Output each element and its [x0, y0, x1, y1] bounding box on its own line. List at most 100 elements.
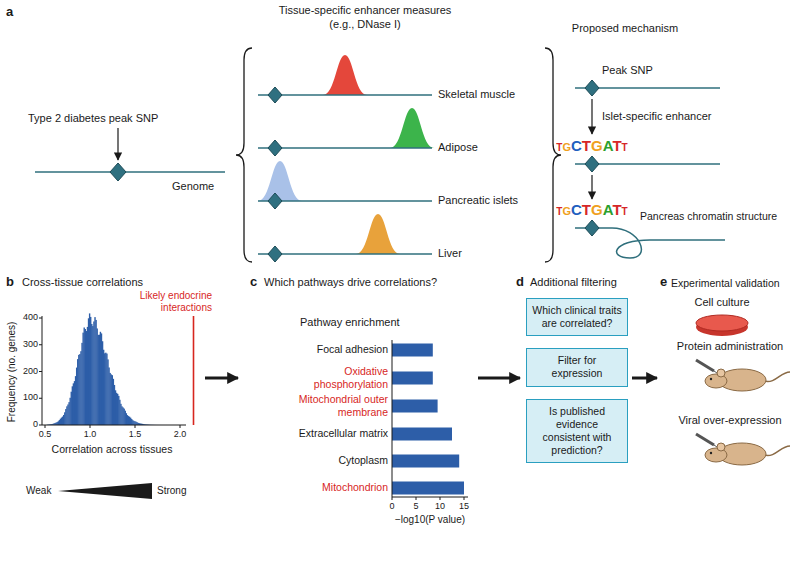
bar-label: Oxidative phosphorylation [298, 365, 388, 390]
bar [392, 400, 438, 413]
sequence-motif: TGCTGATT [556, 138, 627, 155]
bar [392, 482, 464, 495]
filter-box: Filter for expression [526, 348, 628, 386]
panel-letter: b [6, 274, 14, 290]
peak [390, 108, 434, 148]
tail [764, 372, 790, 381]
step-arrow [591, 99, 592, 134]
snp-diamond [268, 246, 282, 262]
tick [39, 425, 42, 426]
bar-label: Extracellular matrix [299, 427, 388, 440]
tissue-label: Adipose [438, 141, 478, 154]
eye [710, 452, 712, 454]
motif-letter: T [622, 142, 628, 153]
axis-line [42, 425, 186, 426]
axis-title: −log10(P value) [395, 514, 465, 526]
motif-letter: C [571, 201, 582, 218]
snp-diamond [585, 156, 599, 172]
axis-tick: 200 [23, 366, 38, 377]
brace [545, 48, 561, 262]
ear [717, 443, 725, 451]
snp-diamond [268, 87, 282, 103]
tick [45, 425, 46, 428]
step-label: Pancreas chromatin structure [640, 210, 777, 223]
motif-letter: T [612, 201, 621, 218]
petri-dish [696, 315, 748, 336]
panel-heading: Which pathways drive correlations? [264, 276, 437, 289]
bar-label: Mitochondrion [322, 481, 388, 494]
scale-label: Weak [26, 485, 51, 497]
panel-letter: a [6, 4, 13, 20]
axis-tick: 1.5 [129, 429, 142, 440]
axis-title: Frequency (no. genes) [6, 322, 18, 423]
method-label: Viral over-expression [678, 414, 781, 427]
panel-letter: c [250, 274, 257, 290]
snp-label: Type 2 diabetes peak SNP [28, 112, 158, 125]
axis-line [42, 316, 43, 425]
bar [392, 372, 433, 385]
method-label: Cell culture [694, 296, 749, 309]
panel-letter: d [516, 274, 524, 290]
tissue-label: Pancreatic islets [438, 194, 518, 207]
axis-tick: 10 [435, 501, 445, 512]
tick [39, 344, 42, 345]
bar-chart [392, 340, 468, 500]
peak [323, 55, 367, 95]
peak [356, 214, 400, 254]
eye [710, 378, 712, 380]
bar-label: Cytoplasm [338, 454, 388, 467]
histogram-axes [42, 316, 194, 425]
track-line [258, 94, 432, 96]
tick [440, 497, 441, 500]
chromatin-loop [575, 228, 725, 258]
histogram [47, 313, 177, 425]
tick [180, 425, 181, 428]
step-label: Peak SNP [602, 64, 653, 77]
track-line [258, 200, 432, 202]
axis-line [392, 497, 468, 498]
snp-diamond [268, 193, 282, 209]
box-text: Is published evidence consistent with pr… [531, 405, 623, 458]
snp-diamond [585, 220, 599, 236]
mouse [696, 360, 790, 391]
axis-tick: 400 [23, 312, 38, 323]
motif-letter: T [582, 201, 591, 218]
bar [392, 344, 433, 357]
panel-heading: Tissue-specific enhancer measures [279, 4, 452, 17]
flow-arrow [478, 377, 520, 380]
genome-snp [35, 128, 225, 181]
sequence-motif: TGCTGATT [556, 202, 627, 219]
snp-diamond [585, 80, 599, 96]
track-line [258, 253, 432, 255]
panel-heading: Proposed mechanism [572, 22, 678, 35]
tick [90, 425, 91, 428]
syringe [696, 360, 714, 371]
motif-letter: A [603, 137, 613, 154]
track-line [258, 147, 432, 149]
dish-top [696, 315, 748, 331]
axis-ticks [39, 318, 180, 428]
panel-heading: Cross-tissue correlations [22, 276, 143, 289]
method-label: Protein administration [677, 340, 783, 353]
panel-subheading: (e.g., DNase I) [329, 18, 401, 31]
bar [392, 455, 459, 468]
motif-letter: G [562, 141, 571, 153]
tissue-tracks [258, 55, 434, 262]
tail [764, 446, 790, 455]
motif-letter: G [591, 137, 603, 154]
peak [258, 161, 302, 201]
box-text: Filter for expression [531, 354, 623, 380]
motif-letter: T [582, 137, 591, 154]
tick [39, 371, 42, 372]
tick [464, 497, 465, 500]
mechanism [575, 80, 725, 258]
tissue-label: Liver [438, 247, 462, 260]
bar-label: Mitochondrial outer membrane [298, 393, 388, 418]
motif-letter: G [591, 201, 603, 218]
axis-tick: 0.5 [39, 429, 52, 440]
bar-label: Focal adhesion [317, 343, 388, 356]
syringe [696, 434, 714, 445]
strength-wedge [58, 483, 152, 499]
threshold-label: Likely endocrine interactions [126, 290, 212, 314]
